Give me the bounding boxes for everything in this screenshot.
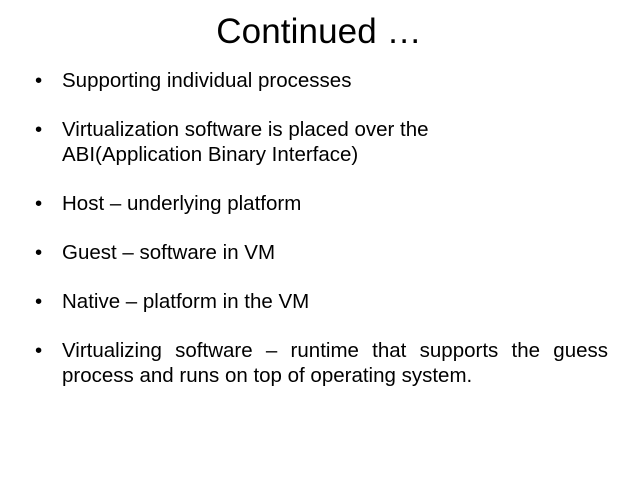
list-item-text: Virtualization software is placed over t…	[62, 118, 429, 166]
bullet-list: • Supporting individual processes • Virt…	[30, 68, 608, 388]
list-item: • Native – platform in the VM	[30, 289, 608, 314]
list-item-text: Virtualizing software – runtime that sup…	[62, 339, 608, 387]
list-item-text: Native – platform in the VM	[62, 290, 310, 313]
bullet-point-icon: •	[35, 339, 43, 362]
list-item: • Virtualization software is placed over…	[30, 117, 608, 167]
bullet-point-icon: •	[35, 118, 43, 141]
list-item-text: Host – underlying platform	[62, 192, 302, 215]
bullet-point-icon: •	[35, 241, 43, 264]
list-item-text: Guest – software in VM	[62, 241, 276, 264]
list-item: • Guest – software in VM	[30, 240, 608, 265]
bullet-point-icon: •	[35, 69, 43, 92]
bullet-point-icon: •	[35, 290, 43, 313]
list-item: • Virtualizing software – runtime that s…	[30, 338, 608, 388]
page-title: Continued …	[216, 12, 422, 51]
list-item-text: Supporting individual processes	[62, 69, 352, 92]
list-item: • Host – underlying platform	[30, 191, 608, 216]
bullet-point-icon: •	[35, 192, 43, 215]
list-item: • Supporting individual processes	[30, 68, 608, 93]
